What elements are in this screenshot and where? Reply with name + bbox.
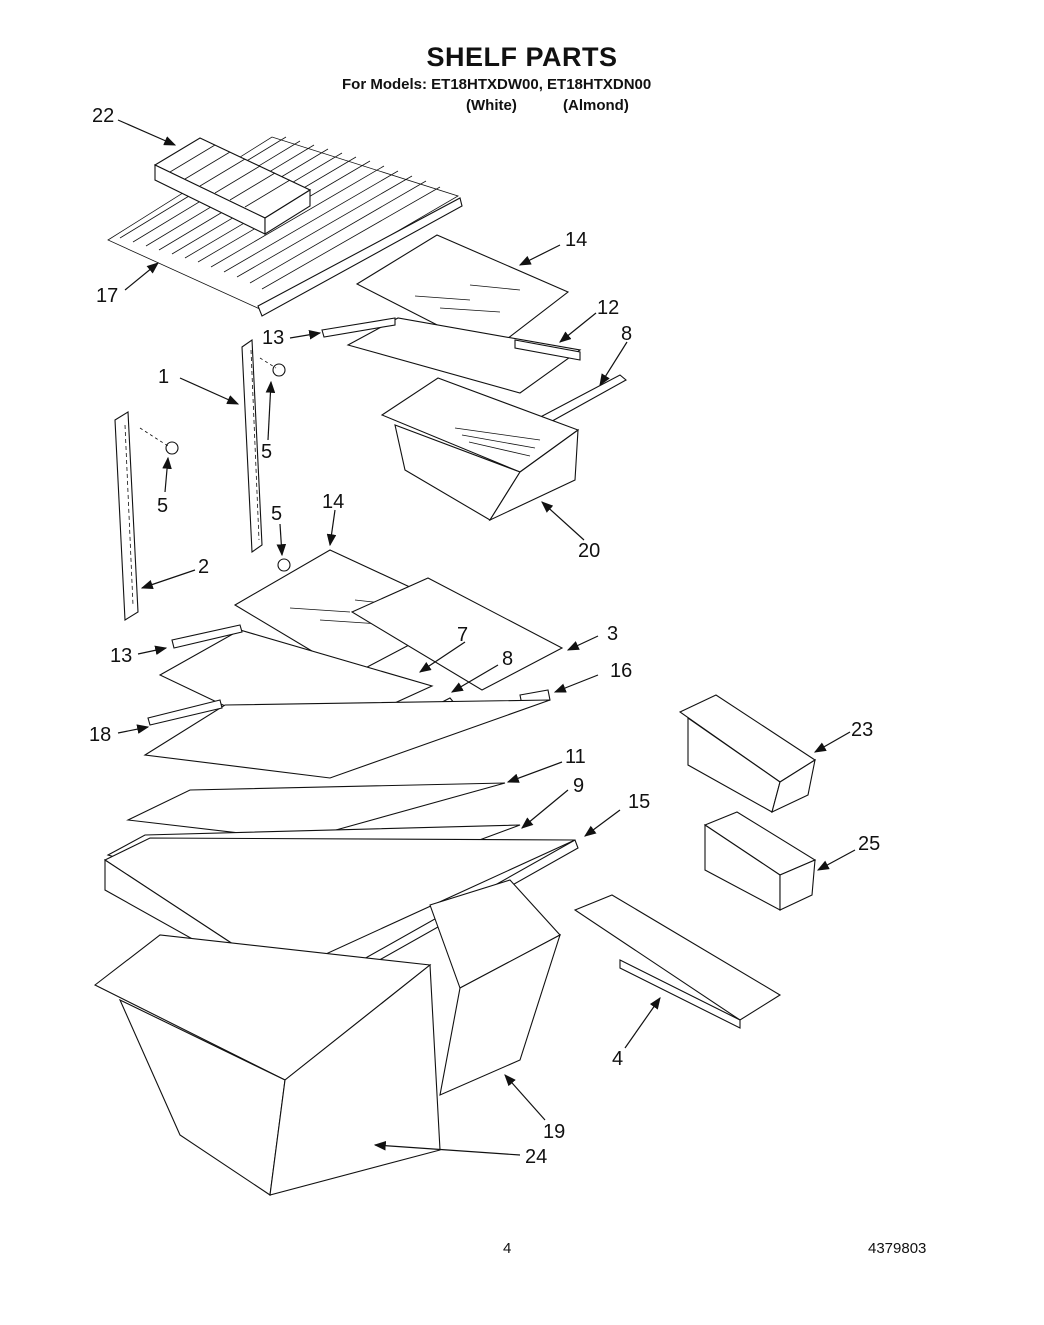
glass-shelf-part-3 — [350, 577, 564, 691]
callout-24: 24 — [525, 1146, 547, 1168]
ladder-rail-part-1 — [241, 338, 263, 554]
page-number: 4 — [503, 1240, 512, 1257]
callout-9: 9 — [573, 775, 584, 797]
callout-20: 20 — [578, 540, 600, 562]
callout-1: 1 — [158, 366, 169, 388]
screws-part-5 — [139, 357, 291, 572]
callout-7: 7 — [457, 624, 468, 646]
callout-4: 4 — [612, 1048, 623, 1070]
drawer-part-24 — [93, 934, 441, 1196]
callout-23: 23 — [851, 719, 873, 741]
callout-16: 16 — [610, 660, 632, 682]
door-bin-part-25 — [703, 811, 817, 911]
callout-13-upper: 13 — [262, 327, 284, 349]
callout-17: 17 — [96, 285, 118, 307]
leader-lines — [117, 119, 856, 1156]
callout-14-upper: 14 — [565, 229, 587, 251]
shelf-part-18 — [143, 699, 551, 779]
color-almond-label: (Almond) — [563, 97, 629, 114]
slide-rail-part-4 — [573, 894, 782, 1029]
callout-5-c: 5 — [271, 503, 282, 525]
callout-19: 19 — [543, 1121, 565, 1143]
callout-18: 18 — [89, 724, 111, 746]
drawer-part-19 — [429, 879, 561, 1096]
callout-5-b: 5 — [157, 495, 168, 517]
callout-25: 25 — [858, 833, 880, 855]
page-title: SHELF PARTS — [426, 42, 618, 72]
ice-tray-part-22 — [153, 137, 312, 235]
door-bin-part-23 — [678, 694, 817, 814]
callout-14-lower: 14 — [322, 491, 344, 513]
shelf-frame-part-12 — [321, 317, 582, 394]
callout-12: 12 — [597, 297, 619, 319]
drawer-part-20 — [380, 377, 580, 522]
callout-15: 15 — [628, 791, 650, 813]
color-white-label: (White) — [466, 97, 517, 114]
callout-8-upper: 8 — [621, 323, 632, 345]
ladder-rail-part-2 — [114, 411, 139, 621]
callout-8-lower: 8 — [502, 648, 513, 670]
callout-labels: 22 17 14 13 12 8 1 5 5 5 20 14 2 13 7 8 … — [89, 105, 880, 1168]
callout-3: 3 — [607, 623, 618, 645]
callout-2: 2 — [198, 556, 209, 578]
models-line: For Models: ET18HTXDW00, ET18HTXDN00 — [342, 76, 652, 93]
callout-13-lower: 13 — [110, 645, 132, 667]
document-number: 4379803 — [868, 1240, 927, 1257]
callout-5-a: 5 — [261, 441, 272, 463]
callout-22: 22 — [92, 105, 114, 127]
callout-11: 11 — [565, 746, 586, 768]
